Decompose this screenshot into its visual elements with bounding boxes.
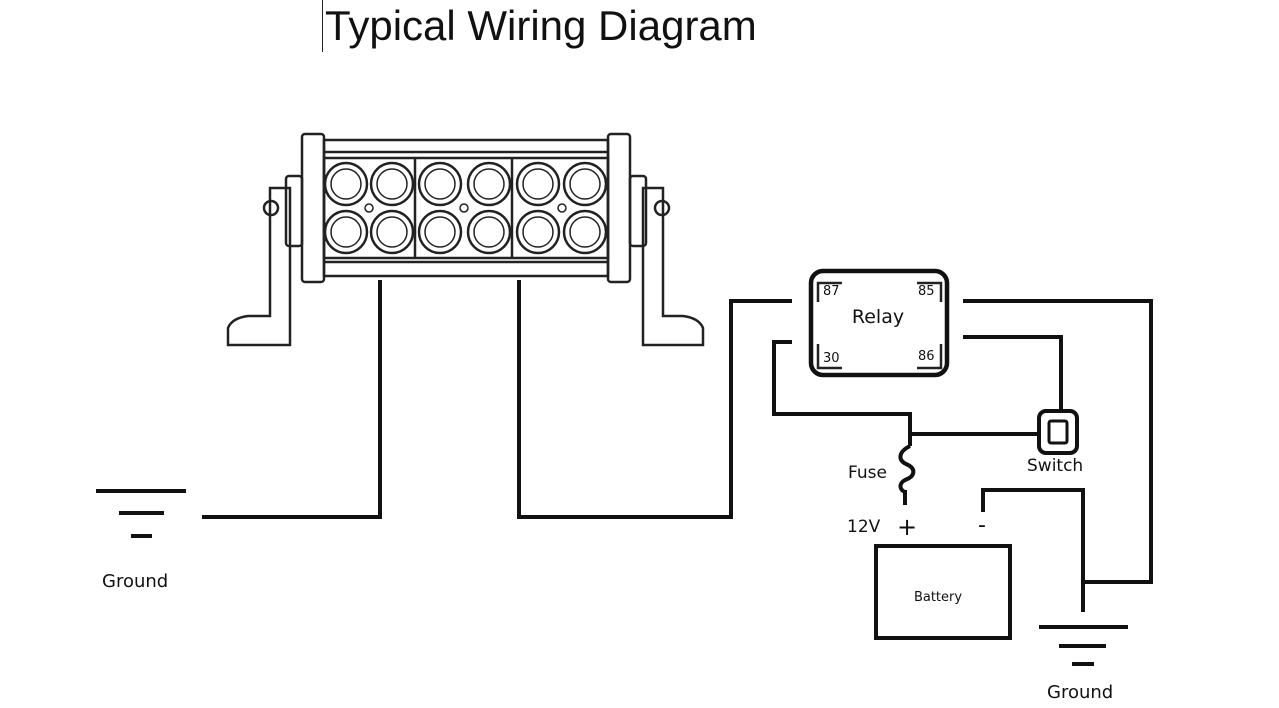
ground-left-label: Ground [102,571,168,592]
battery: Battery [874,544,1012,640]
ground-symbol-right [1039,625,1128,666]
switch [1037,409,1079,455]
ground-symbol-left [96,489,186,538]
relay: Relay 87 85 30 86 [808,268,950,378]
right-mount-bracket [628,174,705,347]
left-end-cap [300,132,326,284]
relay-pin-87: 87 [823,284,840,299]
led-lenses [323,161,608,255]
wire-lightbar-to-ground [202,280,382,519]
voltage-label: 12V [847,517,881,537]
wire-relay-86-to-switch [963,335,1063,410]
led-light-bar [226,132,705,347]
right-end-cap [606,132,632,284]
relay-pin-86: 86 [918,349,935,364]
battery-positive-label: + [897,513,917,541]
wire-battery-negative-to-ground [981,488,1085,612]
ground-right-label: Ground [1047,682,1113,703]
fuse-symbol [898,444,916,494]
left-mount-bracket [226,174,304,347]
battery-label: Battery [914,590,962,605]
switch-label: Switch [1027,456,1083,476]
relay-pin-85: 85 [918,284,935,299]
diagram-title: Typical Wiring Diagram [322,0,757,52]
wires [202,280,1153,612]
fuse-label: Fuse [848,463,887,483]
wire-relay-85-to-ground [963,299,1153,584]
relay-pin-30: 30 [823,351,840,366]
wire-relay-30-to-fuse [772,340,912,446]
battery-negative-label: - [978,513,986,538]
relay-label: Relay [852,306,904,328]
wire-lightbar-to-relay-87 [517,280,792,519]
